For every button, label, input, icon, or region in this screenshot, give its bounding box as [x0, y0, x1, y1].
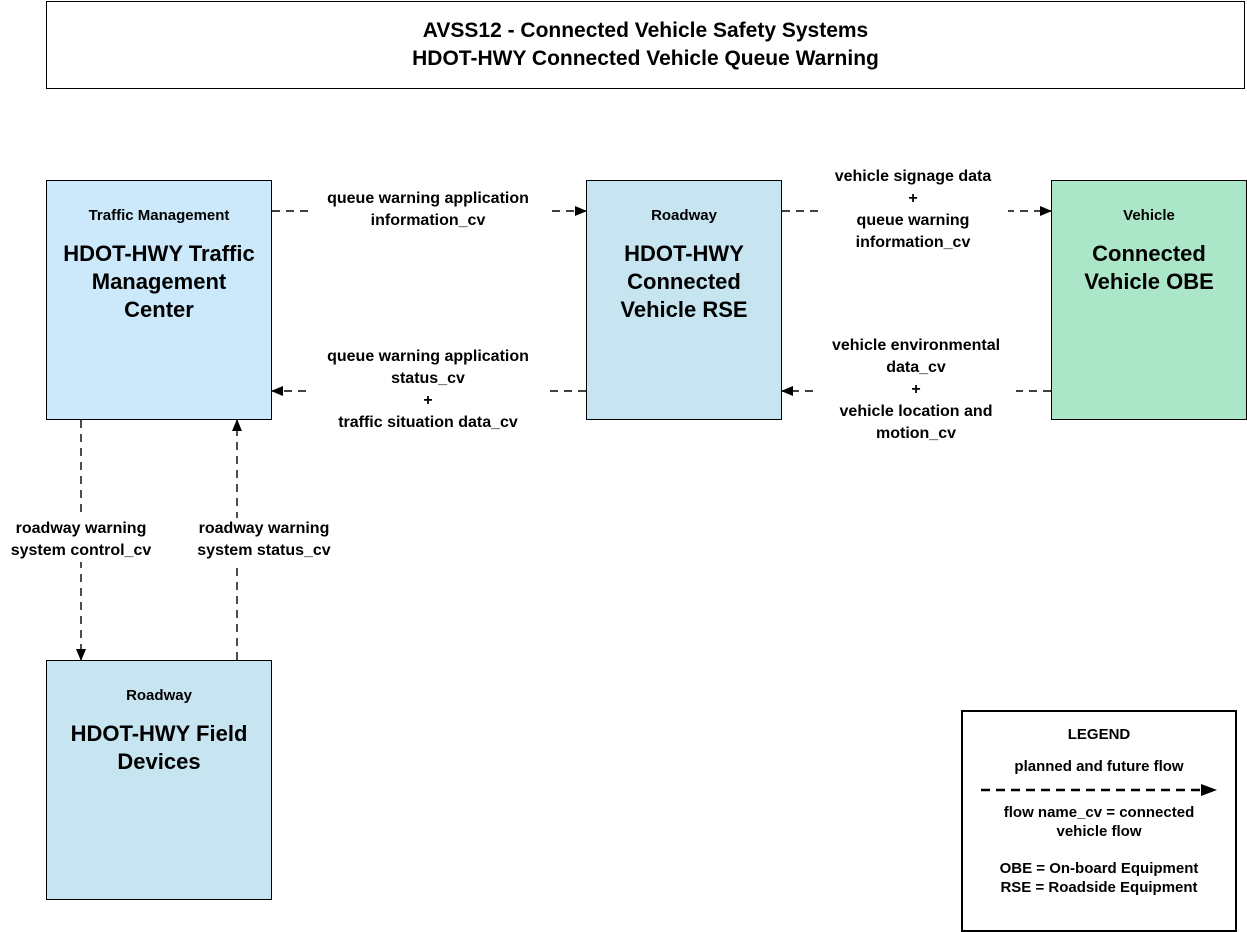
- node-category: Traffic Management: [88, 207, 230, 224]
- title-line-1: AVSS12 - Connected Vehicle Safety System…: [422, 19, 869, 42]
- node-connected-vehicle-obe[interactable]: Vehicle Connected Vehicle OBE: [1051, 180, 1247, 420]
- node-traffic-management-center[interactable]: Traffic Management HDOT-HWY Traffic Mana…: [46, 180, 272, 420]
- legend: LEGEND planned and future flow flow name…: [961, 710, 1237, 932]
- flow-label-tmc-to-rse: queue warning application information_cv: [310, 188, 546, 232]
- flow-label-field-to-tmc: roadway warning system status_cv: [186, 518, 342, 562]
- node-name: HDOT-HWY Field Devices: [70, 721, 248, 774]
- legend-planned-flow: planned and future flow: [1014, 758, 1184, 775]
- title-line-2: HDOT-HWY Connected Vehicle Queue Warning: [412, 47, 879, 70]
- node-name: Connected Vehicle OBE: [1084, 241, 1214, 294]
- flow-label-tmc-to-field: roadway warning system control_cv: [0, 518, 162, 562]
- legend-cv-note: flow name_cv = connected vehicle flow: [1003, 804, 1195, 840]
- node-connected-vehicle-rse[interactable]: Roadway HDOT-HWY Connected Vehicle RSE: [586, 180, 782, 420]
- node-category: Roadway: [126, 687, 192, 704]
- diagram-title: AVSS12 - Connected Vehicle Safety System…: [46, 1, 1245, 89]
- node-name: HDOT-HWY Connected Vehicle RSE: [620, 241, 748, 322]
- node-name: HDOT-HWY Traffic Management Center: [63, 241, 255, 322]
- legend-title: LEGEND: [1067, 726, 1131, 743]
- flow-label-rse-to-tmc: queue warning application status_cv + tr…: [310, 346, 546, 434]
- flow-label-obe-to-rse: vehicle environmental data_cv + vehicle …: [816, 335, 1016, 445]
- node-category: Roadway: [651, 207, 717, 224]
- legend-abbreviations: OBE = On-board Equipment RSE = Roadside …: [999, 860, 1199, 896]
- legend-dashed-arrow: [981, 784, 1217, 796]
- node-category: Vehicle: [1123, 207, 1175, 224]
- flow-label-rse-to-obe: vehicle signage data + queue warning inf…: [818, 166, 1008, 254]
- node-field-devices[interactable]: Roadway HDOT-HWY Field Devices: [46, 660, 272, 900]
